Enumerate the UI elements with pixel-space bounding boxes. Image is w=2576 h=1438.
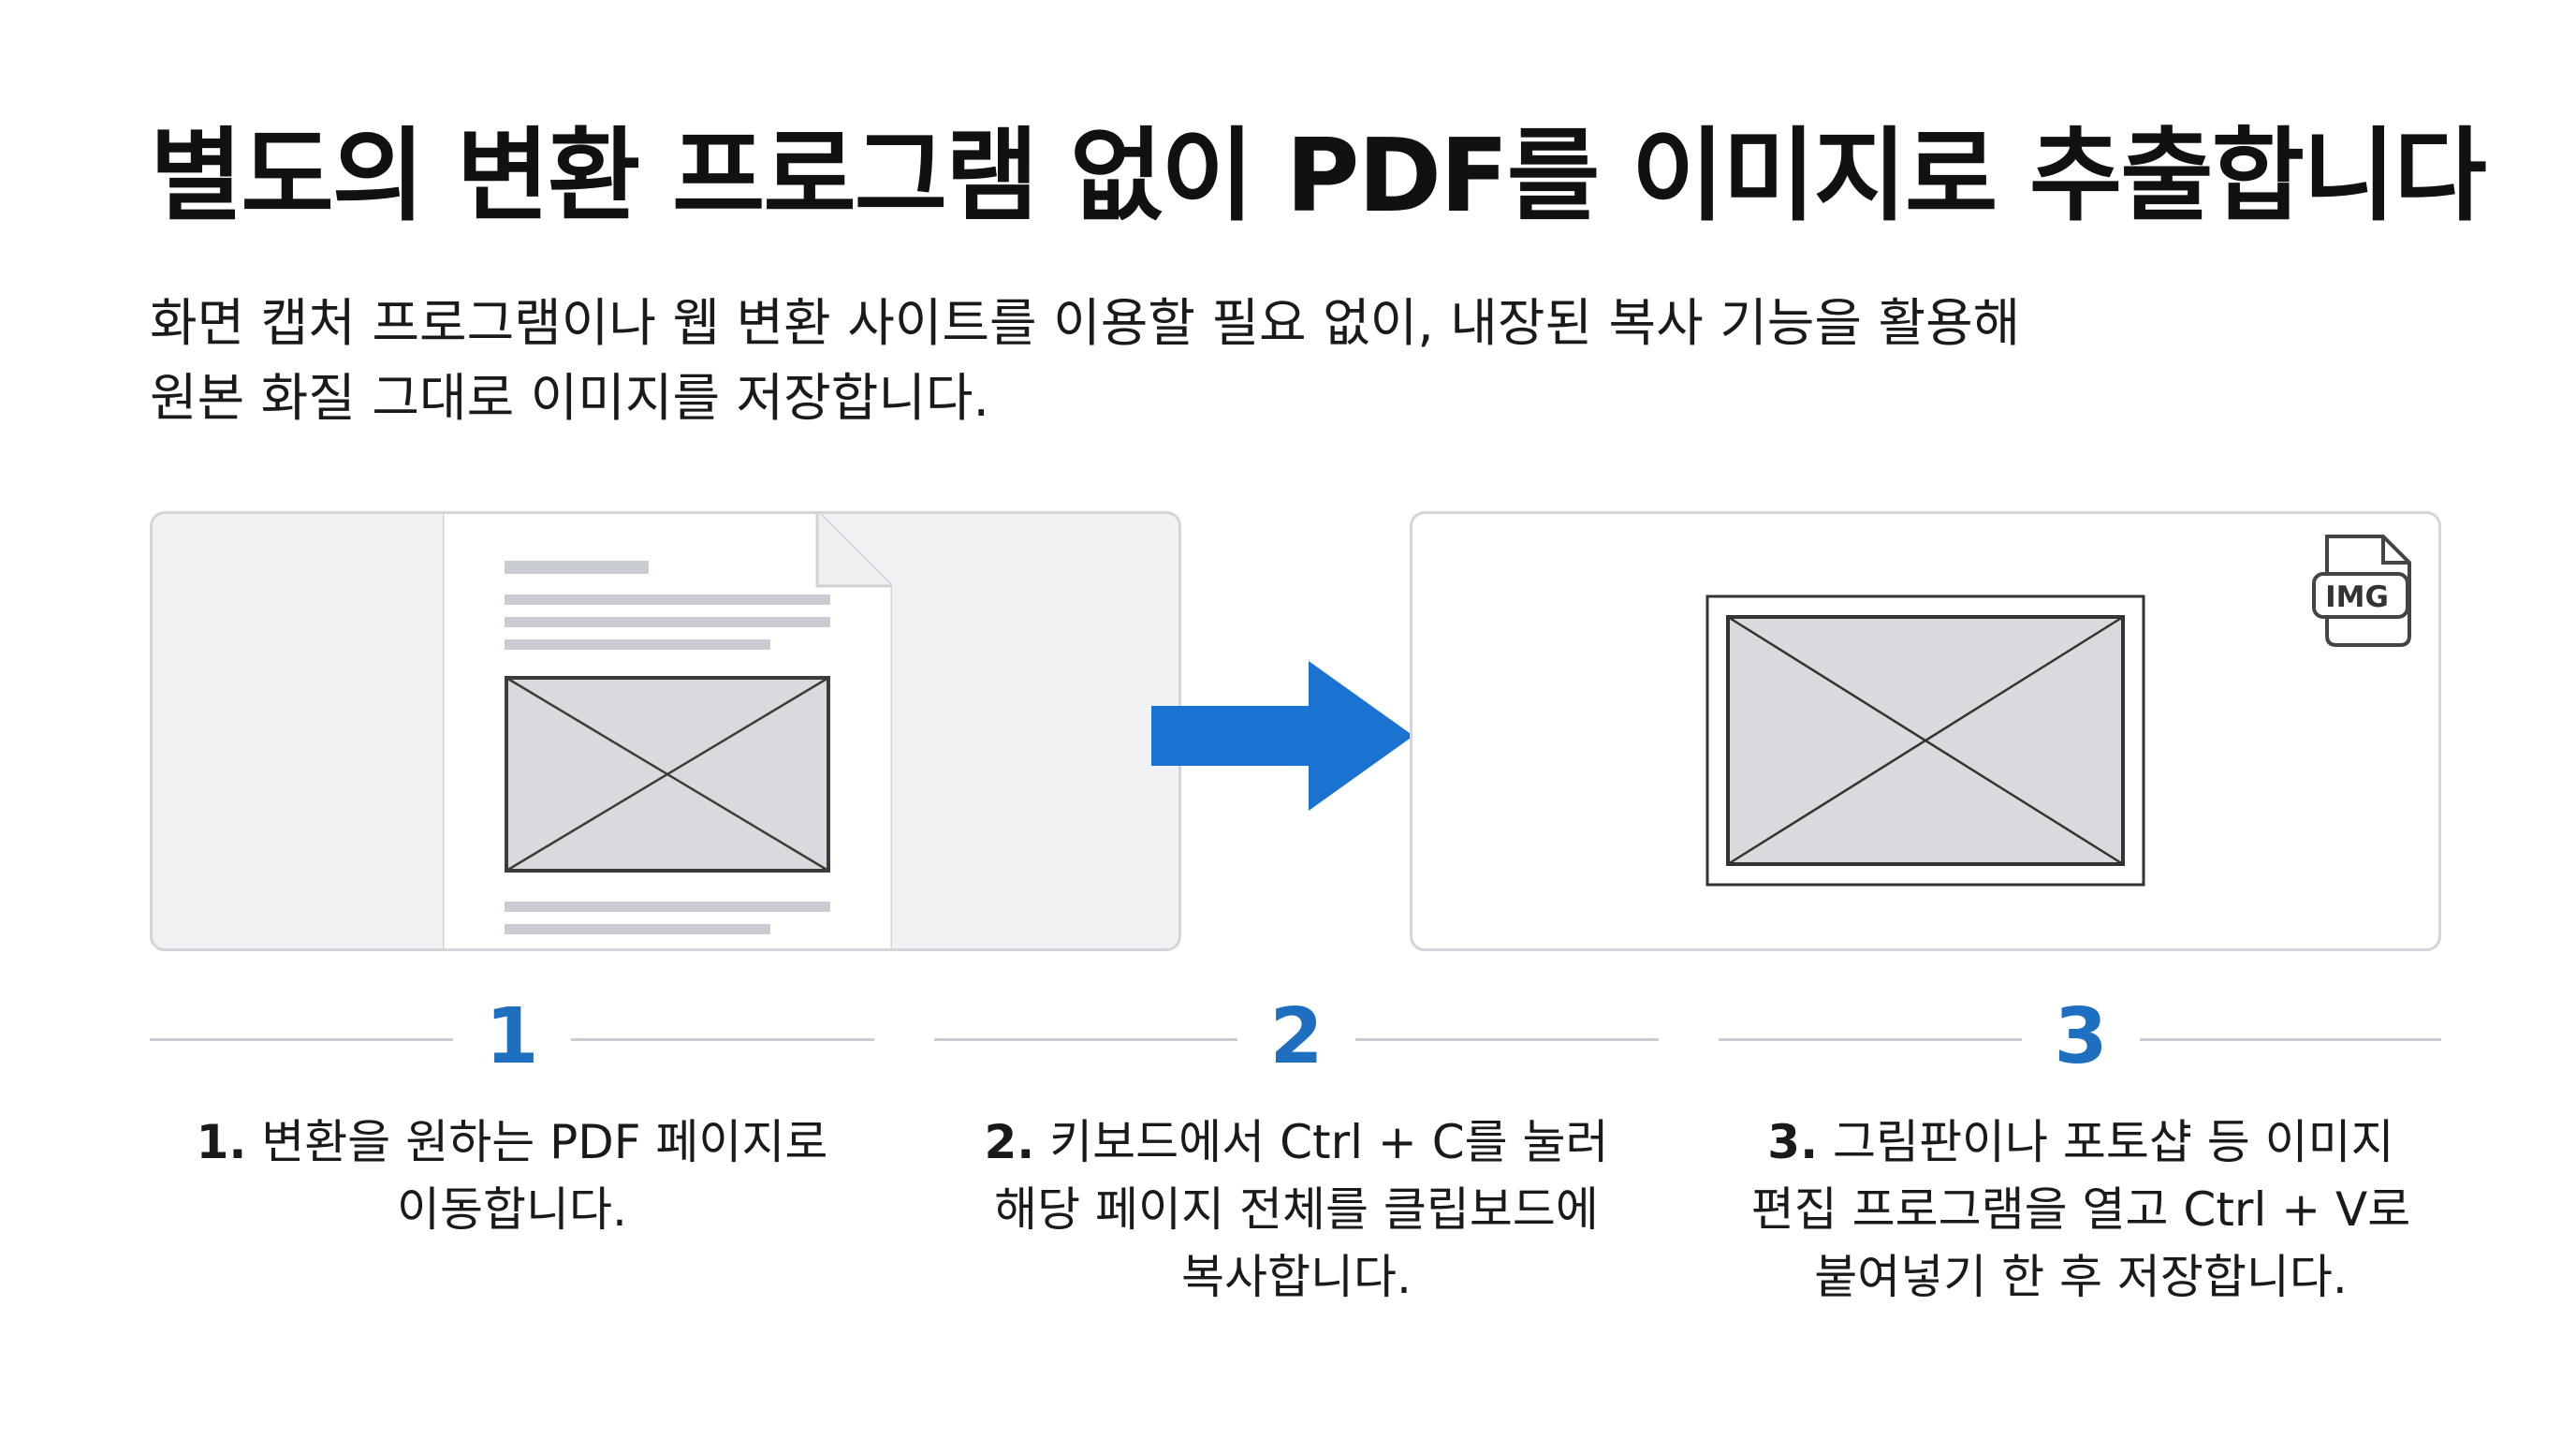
step-1-number: 1	[485, 992, 539, 1081]
step-3-number: 3	[2054, 992, 2108, 1081]
step-1-description: 1. 변환을 원하는 PDF 페이지로 이동합니다.	[156, 1108, 868, 1243]
pdf-page-illustration	[443, 514, 892, 948]
subtitle: 화면 캡처 프로그램이나 웹 변환 사이트를 이용할 필요 없이, 내장된 복사…	[150, 286, 2020, 435]
subtitle-line-2: 원본 화질 그대로 이미지를 저장합니다.	[150, 368, 990, 428]
text-line	[505, 617, 830, 627]
step-1-rule-left	[150, 1038, 453, 1041]
step-2-line-2: 해당 페이지 전체를 클립보드에	[994, 1182, 1599, 1237]
step-3-rule-right	[2140, 1038, 2441, 1041]
step-2-rule-left	[934, 1038, 1237, 1041]
step-2-number: 2	[1269, 992, 1324, 1081]
step-3-lead: 3.	[1767, 1115, 1819, 1169]
step-2-description: 2. 키보드에서 Ctrl + C를 눌러 해당 페이지 전체를 클립보드에 복…	[941, 1108, 1652, 1311]
text-line	[505, 561, 649, 574]
img-file-label: IMG	[2325, 580, 2389, 614]
step-1-rule-right	[571, 1038, 874, 1041]
text-line	[505, 639, 770, 650]
step-3-description: 3. 그림판이나 포토샵 등 이미지 편집 프로그램을 열고 Ctrl + V로…	[1725, 1108, 2437, 1311]
subtitle-line-1: 화면 캡처 프로그램이나 웹 변환 사이트를 이용할 필요 없이, 내장된 복사…	[150, 293, 2021, 353]
step-3-line-3: 붙여넣기 한 후 저장합니다.	[1814, 1250, 2348, 1304]
pdf-page-panel	[150, 511, 1181, 951]
step-1-line-1: 변환을 원하는 PDF 페이지로	[261, 1115, 828, 1169]
text-line	[505, 902, 830, 912]
step-2-lead: 2.	[984, 1115, 1035, 1169]
step-3-line-2: 편집 프로그램을 열고 Ctrl + V로	[1750, 1182, 2411, 1237]
text-line	[505, 594, 830, 605]
framed-image-icon	[1705, 594, 2145, 887]
step-2-line-3: 복사합니다.	[1181, 1250, 1412, 1304]
page-title: 별도의 변환 프로그램 없이 PDF를 이미지로 추출합니다	[150, 118, 2487, 235]
text-line	[505, 924, 770, 934]
step-2-rule-right	[1355, 1038, 1659, 1041]
right-arrow-icon	[1151, 661, 1413, 811]
step-2-line-1: 키보드에서 Ctrl + C를 눌러	[1049, 1115, 1609, 1169]
step-1-lead: 1.	[196, 1115, 247, 1169]
step-3-rule-left	[1719, 1038, 2022, 1041]
img-file-icon	[2312, 535, 2411, 647]
step-1-line-2: 이동합니다.	[397, 1182, 627, 1237]
image-placeholder-icon	[505, 676, 830, 873]
step-3-line-1: 그림판이나 포토샵 등 이미지	[1833, 1115, 2394, 1169]
